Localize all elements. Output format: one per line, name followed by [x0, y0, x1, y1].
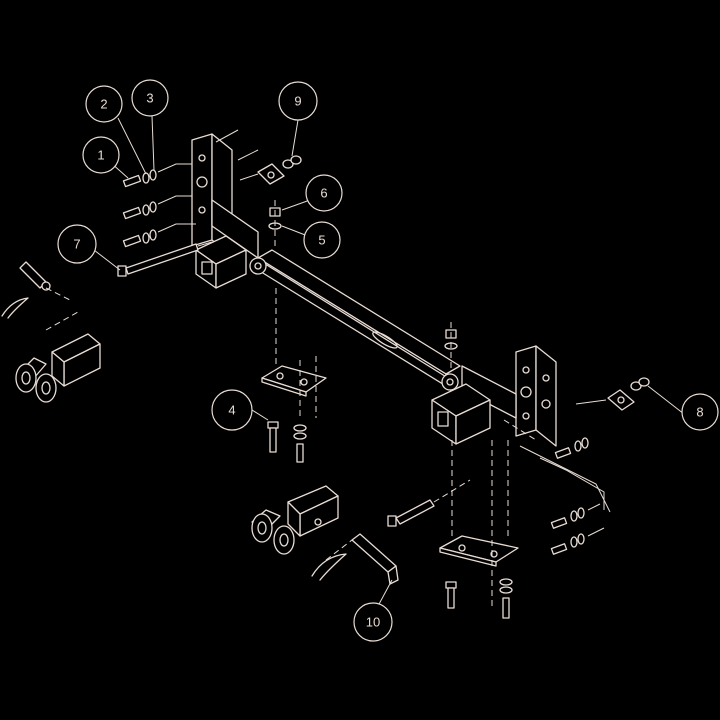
callout-7: 7 [57, 224, 97, 264]
callout-4: 4 [211, 389, 253, 431]
right-upper-nuts [444, 322, 458, 372]
callout-9: 9 [278, 81, 318, 121]
callout-label: 8 [696, 405, 703, 420]
left-mounting-bracket [191, 133, 267, 289]
callout-3: 3 [131, 79, 169, 117]
callout-10: 10 [353, 602, 393, 642]
long-bolt-7 [117, 241, 213, 277]
callout-label: 1 [97, 148, 104, 163]
callout-label: 9 [294, 94, 301, 109]
callout-8: 8 [681, 393, 719, 431]
right-tow-bracket [251, 485, 339, 555]
callout-2: 2 [85, 85, 123, 123]
callout-1: 1 [82, 136, 120, 174]
callout-label: 2 [100, 97, 107, 112]
callout-label: 5 [318, 233, 325, 248]
right-bolts [519, 437, 611, 555]
backing-plate-9 [239, 155, 302, 185]
main-cross-bar [257, 249, 461, 387]
callout-label: 10 [366, 615, 380, 630]
callout-label: 4 [228, 403, 235, 418]
right-hitch-pin-10 [311, 533, 399, 585]
right-lower-bolts [445, 578, 513, 619]
left-tow-bracket [15, 311, 101, 403]
callout-6: 6 [305, 174, 343, 212]
callout-label: 3 [146, 91, 153, 106]
right-plate-8 [575, 377, 650, 411]
long-bolt-lower [387, 479, 471, 527]
left-upper-bolts [122, 129, 259, 248]
left-hitch-pin [1, 261, 71, 319]
callout-label: 7 [73, 237, 80, 252]
callout-label: 6 [320, 186, 327, 201]
right-mounting-bracket [431, 345, 557, 447]
left-lower-plate [261, 288, 327, 420]
callout-5: 5 [303, 221, 341, 259]
bolt-4 [267, 421, 307, 463]
nuts-5-6 [268, 200, 282, 246]
right-lower-plate [439, 419, 537, 610]
